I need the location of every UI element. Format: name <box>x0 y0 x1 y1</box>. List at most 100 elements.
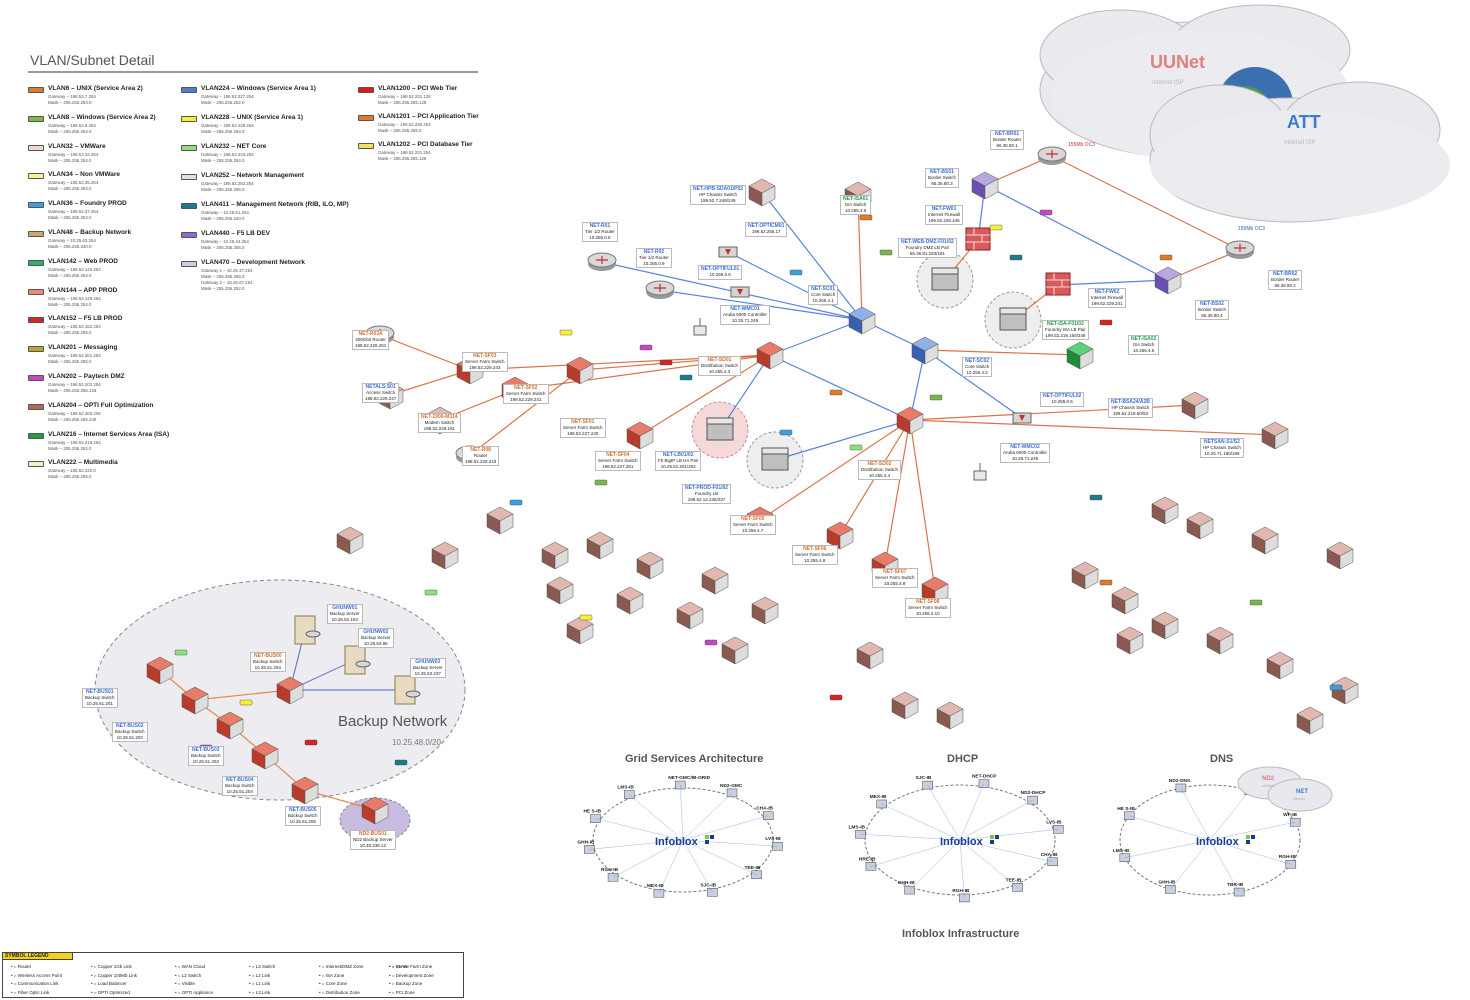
vlan-name: VLAN222 – Multimedia <box>48 459 118 467</box>
infoblox-link <box>595 818 684 841</box>
node-detail: 198.52.229.251 <box>355 342 387 348</box>
node-title: NET-SD01 <box>707 357 732 363</box>
switch-side-right <box>1194 398 1209 420</box>
vlan-detail: Gateway – 198.52.7.254 <box>48 94 96 99</box>
switch-side-right <box>599 538 614 560</box>
vlan-color-swatch <box>28 403 44 410</box>
device-ghunw03 <box>394 675 421 705</box>
switch-side-right <box>1164 503 1179 525</box>
vlan-detail: Mask – 255.255.254.0 <box>48 272 92 278</box>
infoblox-link <box>959 799 1033 841</box>
infoblox-diagrams: InfobloxNET-GMC/IB-GRIDND2-GMCCHA-IBLVS-… <box>577 766 1333 903</box>
router-arrows <box>596 256 608 264</box>
vlan-color-swatch <box>28 115 44 122</box>
device-ba24 <box>1181 391 1209 420</box>
node-detail: Backup Switch <box>85 695 115 701</box>
switch-side-right <box>444 548 459 570</box>
vlan-name: VLAN224 – Windows (Service Area 1) <box>201 85 316 92</box>
infoblox-node-label: NET-DHCP <box>972 774 997 780</box>
node-detail: Aruba 6000 Controller <box>723 312 768 318</box>
infoblox-link <box>959 839 1018 888</box>
vlan-tag <box>639 344 653 351</box>
access-point-icon <box>973 470 987 481</box>
network-link <box>194 689 291 701</box>
vlan-tag <box>239 699 253 706</box>
vlan-detail: Gateway – 198.52.231.254 <box>378 150 431 155</box>
device-nd2bus <box>361 796 389 825</box>
edge-switch <box>1326 541 1354 570</box>
device-san <box>1261 421 1289 450</box>
node-detail: Border Switch <box>1198 307 1227 313</box>
vlan-name: VLAN252 – Network Management <box>201 172 304 179</box>
load-balancer-top <box>999 307 1027 315</box>
backup-network-title: Backup Network <box>338 713 448 730</box>
infoblox-logo: Infoblox <box>940 836 984 848</box>
infoblox-mark <box>1246 835 1250 839</box>
switch-side-right <box>264 748 279 770</box>
device-optiful02 <box>1012 412 1032 424</box>
infoblox-node-label: TEE-IB <box>1006 877 1022 883</box>
dns-cloud-sub: Internet <box>1293 797 1305 801</box>
node-title: NET-WMC01 <box>730 306 760 312</box>
device-bus00 <box>276 676 304 705</box>
att-cloud: ATT Internet ISP <box>1149 81 1450 223</box>
router-arrows <box>654 284 666 292</box>
node-detail: 10.255.0.6 <box>709 272 731 278</box>
node-detail: 198.52.229.247 <box>365 395 397 401</box>
node-title: NET-1900-M314 <box>421 414 458 420</box>
node-detail: Server Farm Switch <box>875 575 915 581</box>
vlan-tag <box>829 389 843 396</box>
device-sc02 <box>911 336 939 365</box>
node-title: NET-OPTICM01 <box>748 223 785 229</box>
infoblox-node-label: LMS-IB <box>1113 848 1130 854</box>
vlan-detail: Gateway – 10.25.44.254 <box>201 239 249 244</box>
switch-side-right <box>1167 273 1182 295</box>
infoblox-link <box>682 792 733 841</box>
infoblox-link <box>959 839 1053 863</box>
device-br01 <box>1037 146 1067 165</box>
vlan-tag <box>679 374 693 381</box>
node-detail: Server Farm Switch <box>733 522 773 528</box>
device-wm02 <box>973 463 987 481</box>
node-detail: 10.255.4.6 <box>1133 347 1155 353</box>
node-detail: Server Farm Switch <box>795 552 835 558</box>
node-title: NET-R08 <box>470 447 491 453</box>
switch-side-right <box>304 783 319 805</box>
edge-switch <box>431 541 459 570</box>
node-detail: 10.255.4.7 <box>742 527 764 533</box>
infoblox-link <box>1209 839 1291 865</box>
infoblox-link <box>682 815 769 841</box>
vlan-detail: Mask – 255.255.255.0 <box>48 359 92 365</box>
vlan-color-swatch <box>28 375 44 381</box>
load-balancer-top <box>931 267 959 275</box>
switch-side-right <box>1079 348 1094 370</box>
vlan-color-swatch <box>181 174 197 180</box>
infoblox-link <box>909 839 961 891</box>
node-title: NET-R01 <box>589 223 611 229</box>
node-detail: 200Gbit Router <box>355 337 386 343</box>
edge-switch <box>701 566 729 595</box>
infoblox-node-label: LVS-IB <box>1046 819 1062 825</box>
node-detail: 199.52.255.17 <box>751 229 781 235</box>
switch-side-right <box>559 583 574 605</box>
edge-switch <box>541 541 569 570</box>
node-detail: 10.255.0.9 <box>643 260 665 266</box>
node-detail: 10.255.0.5 <box>1051 399 1073 405</box>
infoblox-node-label: ND2-GMC <box>720 783 743 789</box>
node-detail: Core Switch <box>965 364 990 370</box>
vlan-color-swatch <box>28 202 44 209</box>
network-link <box>727 251 863 321</box>
infoblox-mark <box>1246 840 1250 844</box>
switch-side-right <box>1339 548 1354 570</box>
vlan-color-swatch <box>28 144 44 151</box>
vlan-detail: Mask – 255.255.252.0 <box>201 100 245 105</box>
infoblox-link <box>1209 821 1296 841</box>
